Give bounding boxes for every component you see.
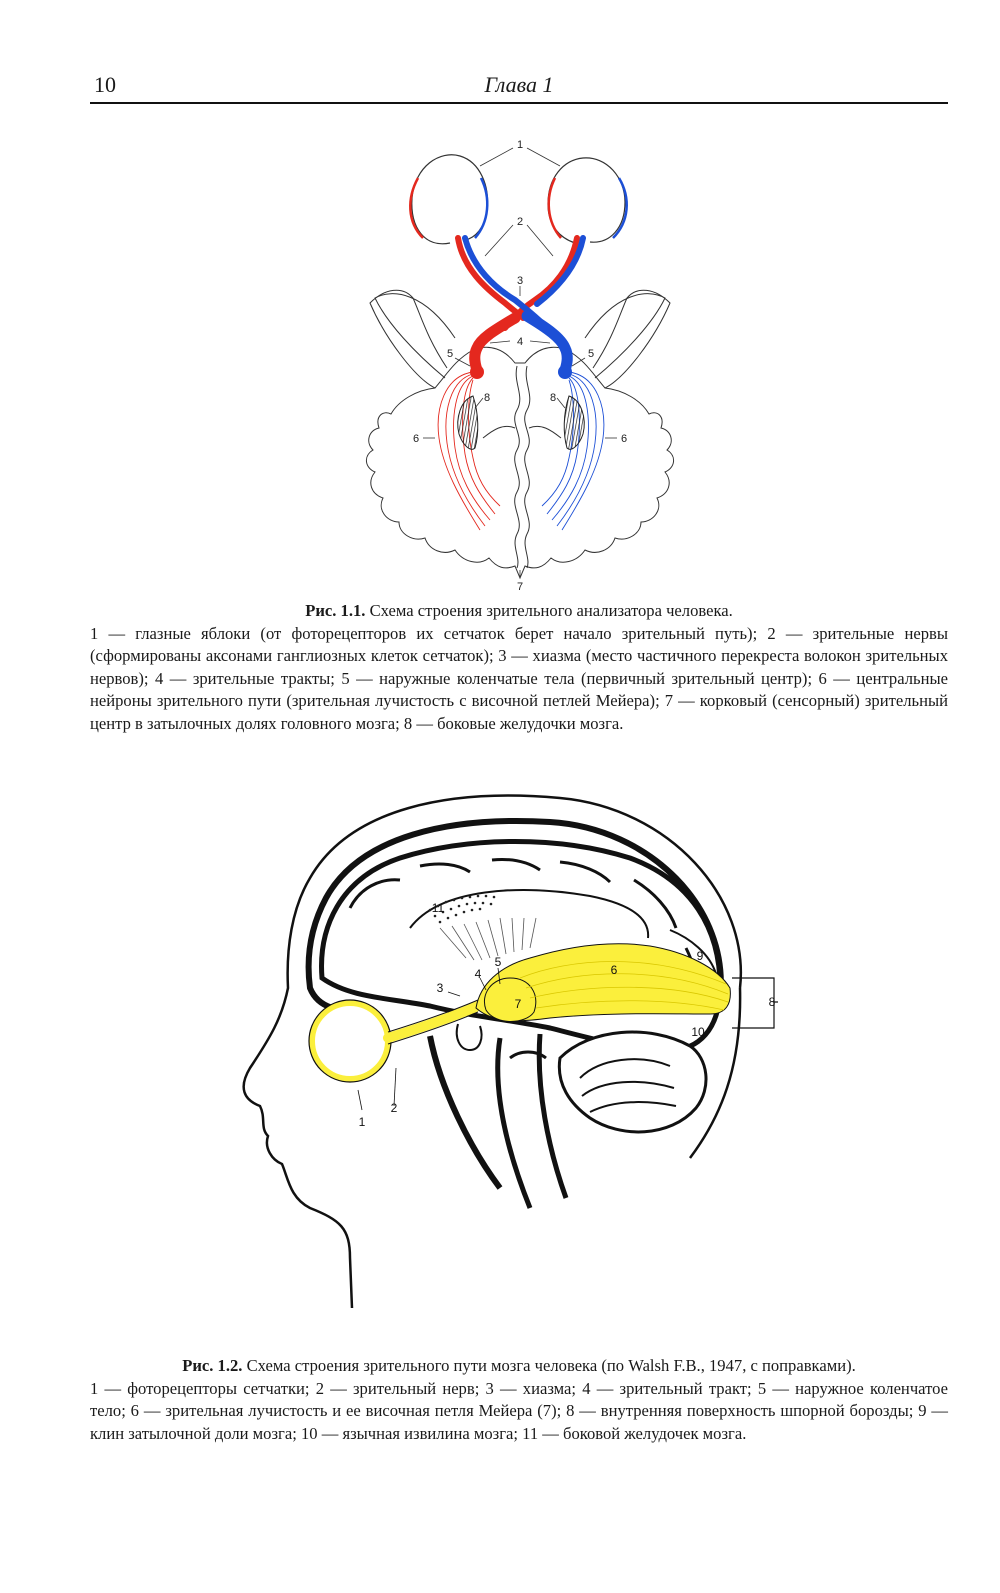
- left-eye-nasal-retina: [474, 177, 489, 239]
- bracket-8: [732, 977, 778, 1029]
- caption-label: Рис. 1.2.: [182, 1356, 243, 1375]
- callosal-fibers: [439, 917, 537, 961]
- left-lateral-ventricle: [457, 395, 479, 450]
- right-eyeball: [547, 157, 626, 244]
- page-header: 10 Глава 1: [90, 66, 948, 104]
- right-blue-tract: [521, 310, 573, 376]
- leader-1: [479, 147, 561, 167]
- pituitary: [455, 1023, 483, 1052]
- midline-fissure-2: [524, 365, 531, 569]
- fig1-label-6-right: 6: [621, 433, 627, 445]
- caption-title: Рис. 1.2. Схема строения зрительного пут…: [90, 1355, 948, 1378]
- fig2-label-10: 10: [691, 1025, 705, 1039]
- leader-8-left: [474, 397, 484, 409]
- left-red-tract: [469, 312, 521, 376]
- midline-fissure: [514, 365, 521, 569]
- fig2-label-1: 1: [359, 1115, 366, 1129]
- optic-radiation: [475, 943, 731, 1022]
- cortex-gyri: [348, 858, 700, 1009]
- leader-3: [447, 991, 461, 997]
- fig1-label-4: 4: [517, 336, 523, 348]
- leader-8-right: [556, 397, 566, 409]
- pons: [509, 1050, 547, 1060]
- sagittal-brain-diagram: 1 2 3 4 5 6 7 8 9 10 11: [242, 794, 778, 1309]
- right-blue-nerve: [534, 235, 586, 307]
- caption-body: 1 — фоторецепторы сетчатки; 2 — зрительн…: [90, 1378, 948, 1443]
- fig2-label-8: 8: [769, 995, 776, 1009]
- right-lateral-ventricle: [563, 395, 585, 450]
- caption-label: Рис. 1.1.: [305, 601, 366, 620]
- left-optic-radiation: [437, 371, 501, 531]
- leader-2: [393, 1067, 397, 1107]
- left-temporal-lobe: [369, 289, 448, 389]
- brainstem: [495, 1033, 569, 1209]
- right-temporal-lobe: [592, 289, 671, 389]
- fig2-label-4: 4: [475, 967, 482, 981]
- leader-5: [497, 967, 501, 985]
- chapter-title: Глава 1: [484, 72, 554, 97]
- leader-5-left: [454, 357, 471, 367]
- header-rule: [90, 102, 948, 104]
- caption-title-text: Схема строения зрительного пути мозга че…: [242, 1356, 856, 1375]
- right-frontal-lobe: [584, 293, 666, 379]
- fig1-label-5-right: 5: [588, 348, 594, 360]
- optic-nerve: [383, 1001, 483, 1043]
- right-eye-temporal-retina: [612, 177, 628, 239]
- fig1-label-3: 3: [517, 275, 523, 287]
- fig2-label-11: 11: [432, 901, 445, 915]
- figure-1-1: 1 2 3 4 5 5 6 6 7 8 8: [355, 138, 685, 598]
- leader-4: [479, 977, 487, 991]
- brain-outline: [366, 346, 674, 580]
- fig2-label-5: 5: [495, 955, 502, 969]
- caption-body: 1 — глазные яблоки (от фоторецепторов их…: [90, 623, 948, 733]
- midline-branch-right: [528, 425, 562, 439]
- left-frontal-lobe: [374, 293, 456, 379]
- fig2-label-7: 7: [515, 997, 522, 1011]
- fig1-label-5-left: 5: [447, 348, 453, 360]
- left-lateral-geniculate-body: [470, 365, 484, 379]
- leader-4: [489, 340, 551, 344]
- left-eye-temporal-retina: [409, 177, 424, 239]
- optic-nerve-outline: [387, 999, 479, 1045]
- midline-branch-left: [482, 425, 516, 439]
- right-eye-nasal-retina: [547, 177, 562, 239]
- eyeball: [309, 1000, 391, 1082]
- fig1-label-8-right: 8: [550, 392, 556, 404]
- skull-inner: [305, 817, 724, 1014]
- caption-title-text: Схема строения зрительного анализатора ч…: [365, 601, 733, 620]
- fig1-label-6-left: 6: [413, 433, 419, 445]
- meyer-loop: [484, 977, 537, 1022]
- right-lateral-geniculate-body: [558, 365, 572, 379]
- lateral-ventricle: [409, 889, 650, 939]
- caption-title: Рис. 1.1. Схема строения зрительного ана…: [90, 600, 948, 623]
- fig2-label-3: 3: [437, 981, 444, 995]
- fig1-label-8-left: 8: [484, 392, 490, 404]
- leader-2: [484, 224, 554, 257]
- leader-5-right: [571, 357, 586, 367]
- fig2-label-2: 2: [391, 1101, 398, 1115]
- left-eyeball: [411, 154, 489, 245]
- head-profile: [242, 794, 743, 1309]
- clivus: [427, 1035, 503, 1190]
- fig2-label-6: 6: [611, 963, 618, 977]
- fig1-label-2: 2: [517, 216, 523, 228]
- figure-1-2: 1 2 3 4 5 6 7 8 9 10 11: [230, 788, 790, 1318]
- fig2-label-9: 9: [697, 949, 704, 963]
- figure-1-1-caption: Рис. 1.1. Схема строения зрительного ана…: [90, 600, 948, 736]
- figure-1-2-caption: Рис. 1.2. Схема строения зрительного пут…: [90, 1355, 948, 1445]
- fig1-label-7: 7: [517, 581, 523, 593]
- radiation-fibers: [519, 961, 729, 1011]
- page-number: 10: [94, 72, 116, 97]
- visual-pathway-diagram: 1 2 3 4 5 5 6 6 7 8 8: [366, 139, 674, 593]
- leader-1: [357, 1089, 363, 1111]
- ventricle-stipple: [428, 894, 496, 924]
- fig1-label-1: 1: [517, 139, 523, 151]
- cerebellum-folia: [579, 1058, 677, 1113]
- neck-back: [688, 987, 742, 1159]
